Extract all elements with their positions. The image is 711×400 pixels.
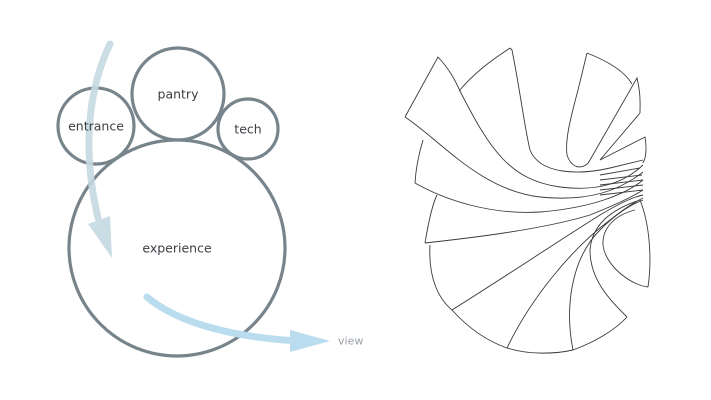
- flap-5: [569, 199, 644, 351]
- entry-flow-arrow: [85, 40, 114, 258]
- flap-2: [509, 47, 647, 173]
- pantry-label: pantry: [157, 86, 199, 102]
- tech-label: tech: [234, 121, 262, 137]
- sketch-outline-left: [414, 139, 438, 244]
- pleats: [599, 167, 644, 196]
- flap-4: [451, 194, 644, 349]
- view-label: view: [338, 334, 364, 348]
- entrance-label: entrance: [68, 118, 124, 134]
- sketch-outline-right: [639, 199, 651, 288]
- circle-tech: [216, 97, 280, 161]
- flap-3: [414, 179, 644, 244]
- flap-6: [602, 209, 649, 288]
- sketch-outline-bottom: [429, 244, 628, 354]
- sketch-outline-top: [458, 47, 633, 92]
- flap-1: [404, 56, 644, 199]
- circle-experience: [67, 138, 287, 358]
- view-flow-arrow: [143, 293, 330, 352]
- experience-label: experience: [142, 240, 212, 256]
